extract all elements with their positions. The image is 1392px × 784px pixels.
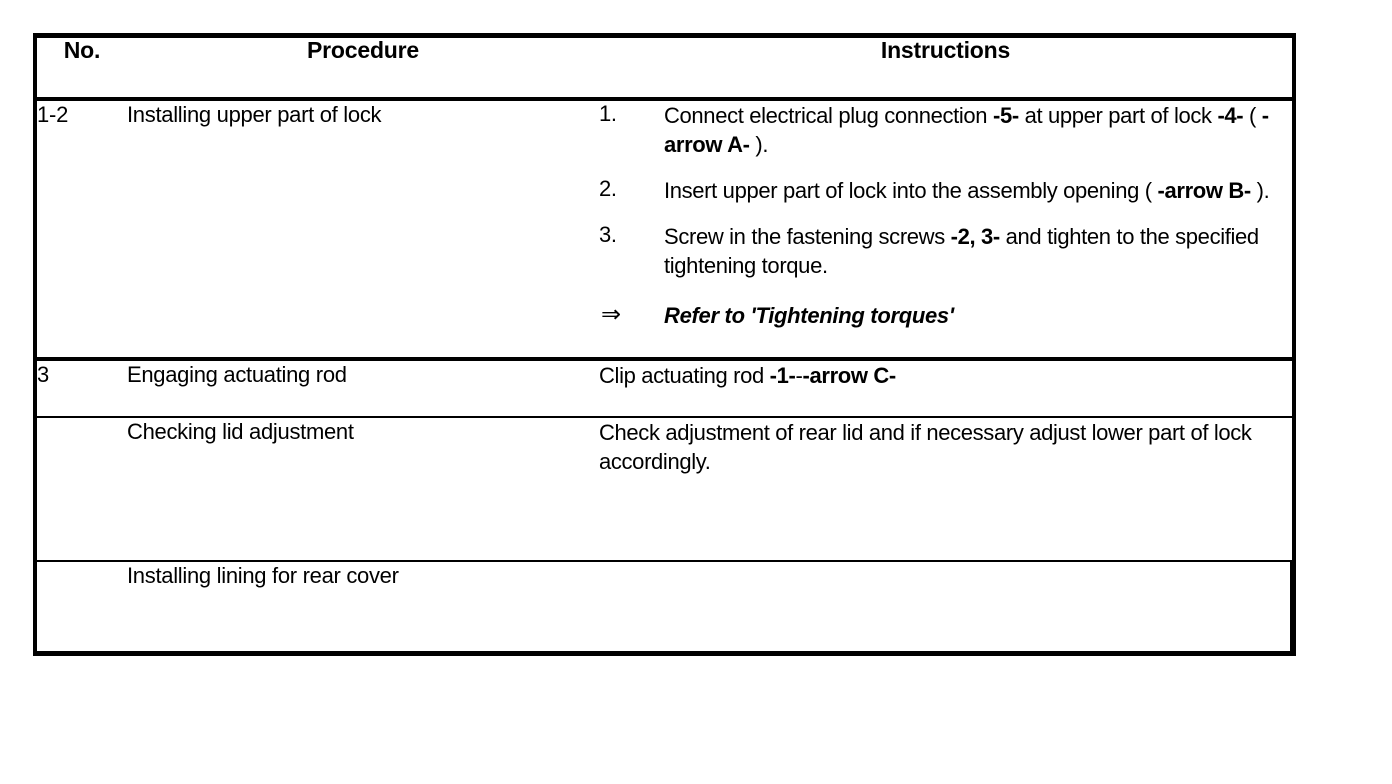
step-text: Connect electrical plug connection -5- a… <box>664 103 1269 158</box>
step-number: 3. <box>599 222 617 248</box>
step-number: 1. <box>599 101 617 127</box>
table-row: Checking lid adjustment Check adjustment… <box>35 417 1294 563</box>
table-row: 1-2 Installing upper part of lock 1. Con… <box>35 99 1294 362</box>
row-instructions-value: Clip actuating rod -1---arrow C- <box>599 363 896 389</box>
row-instructions-cell <box>599 561 1294 653</box>
column-header-no: No. <box>35 35 127 102</box>
instruction-step: 2. Insert upper part of lock into the as… <box>599 176 1292 205</box>
instruction-step-list: 1. Connect electrical plug connection -5… <box>599 101 1292 280</box>
row-procedure-value: Checking lid adjustment <box>127 419 354 445</box>
row-no-cell <box>35 417 127 563</box>
row-procedure-cell: Checking lid adjustment <box>127 417 599 563</box>
procedure-table: No. Procedure Instructions 1-2 Installin… <box>33 33 1296 656</box>
row-instructions-cell: Check adjustment of rear lid and if nece… <box>599 417 1294 563</box>
row-procedure-value: Engaging actuating rod <box>127 362 347 388</box>
instruction-step: 3. Screw in the fastening screws -2, 3- … <box>599 222 1292 280</box>
step-number: 2. <box>599 176 617 202</box>
instruction-step: 1. Connect electrical plug connection -5… <box>599 101 1292 159</box>
row-procedure-value: Installing lining for rear cover <box>127 563 399 589</box>
cross-reference-label: Refer to 'Tightening torques' <box>664 303 954 329</box>
row-procedure-cell: Engaging actuating rod <box>127 359 599 419</box>
step-text: Insert upper part of lock into the assem… <box>664 178 1270 204</box>
column-header-instructions: Instructions <box>599 35 1294 102</box>
row-procedure-cell: Installing upper part of lock <box>127 99 599 362</box>
row-no-cell: 1-2 <box>35 99 127 362</box>
row-no-value: 1-2 <box>37 102 69 128</box>
table-row: Installing lining for rear cover <box>35 561 1294 653</box>
table-row: 3 Engaging actuating rod Clip actuating … <box>35 359 1294 419</box>
row-instructions-cell: Clip actuating rod -1---arrow C- <box>599 359 1294 419</box>
double-arrow-icon: ⇒ <box>601 301 622 329</box>
cross-reference[interactable]: ⇒ Refer to 'Tightening torques' <box>599 301 1292 357</box>
step-text: Screw in the fastening screws -2, 3- and… <box>664 224 1259 279</box>
row-no-value: 3 <box>37 362 50 388</box>
column-header-procedure-label: Procedure <box>307 37 419 63</box>
row-no-cell <box>35 561 127 653</box>
column-header-instructions-label: Instructions <box>880 37 1011 63</box>
column-header-no-label: No. <box>63 37 101 63</box>
row-no-cell: 3 <box>35 359 127 419</box>
table-header-row: No. Procedure Instructions <box>35 35 1294 102</box>
row-procedure-cell: Installing lining for rear cover <box>127 561 599 653</box>
row-instructions-value: Check adjustment of rear lid and if nece… <box>599 420 1252 475</box>
row-instructions-cell: 1. Connect electrical plug connection -5… <box>599 99 1294 362</box>
row-procedure-value: Installing upper part of lock <box>127 102 382 128</box>
column-header-procedure: Procedure <box>127 35 599 102</box>
